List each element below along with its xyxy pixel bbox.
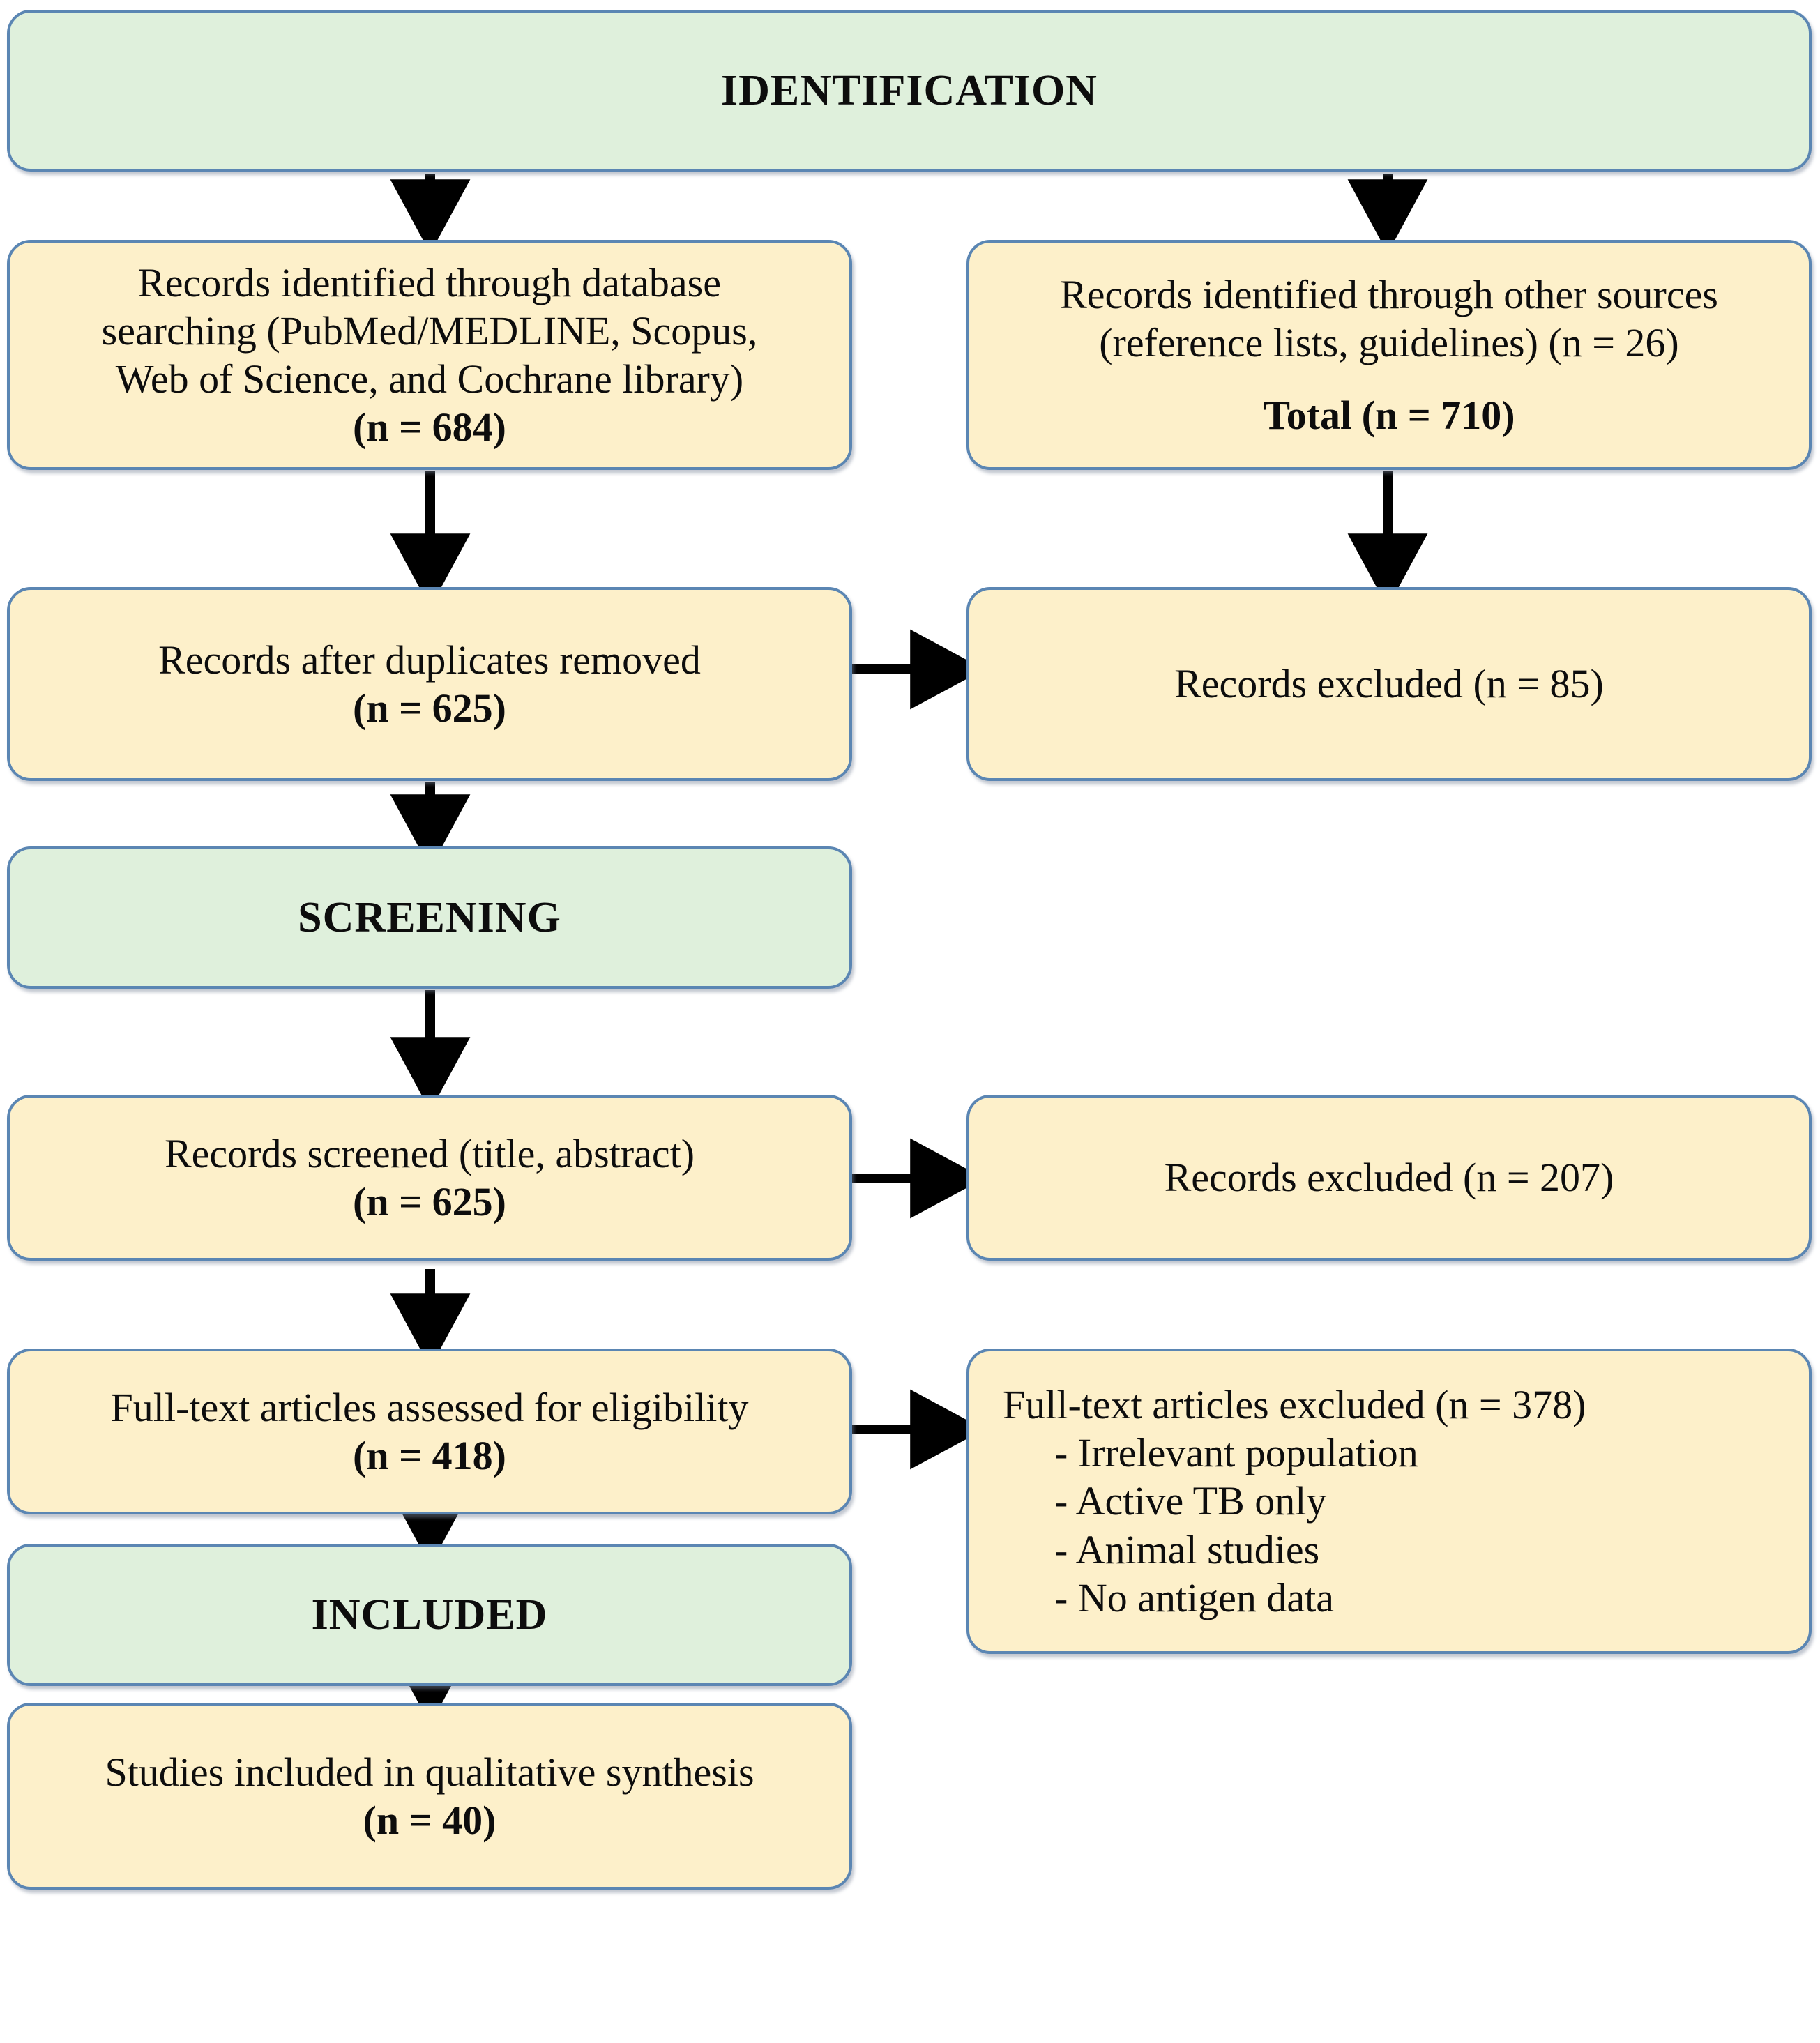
node-other-sources-line2: (reference lists, guidelines) (n = 26) [1099, 320, 1679, 366]
reason-item: - Animal studies [1054, 1526, 1320, 1572]
stage-banner-identification: IDENTIFICATION [7, 10, 1812, 172]
node-records-excluded-screened: Records excluded (n = 207) [966, 1095, 1812, 1261]
node-records-excluded-duplicates: Records excluded (n = 85) [966, 587, 1812, 781]
node-fulltext-assessed: Full-text articles assessed for eligibil… [7, 1349, 852, 1514]
node-fulltext-assessed-count: (n = 418) [353, 1433, 506, 1478]
node-database-search: Records identified through database sear… [7, 240, 852, 470]
stage-label-included: INCLUDED [311, 1590, 548, 1639]
node-fulltext-excluded-line1: Full-text articles excluded (n = 378) [1003, 1382, 1586, 1428]
node-database-search-line2: searching (PubMed/MEDLINE, Scopus, [101, 307, 758, 354]
node-database-search-line3: Web of Science, and Cochrane library) [115, 356, 744, 402]
node-studies-included: Studies included in qualitative synthesi… [7, 1703, 852, 1890]
node-duplicates-removed-count: (n = 625) [353, 685, 506, 731]
node-fulltext-excluded: Full-text articles excluded (n = 378) - … [966, 1349, 1812, 1654]
node-studies-included-count: (n = 40) [363, 1798, 496, 1843]
node-duplicates-removed: Records after duplicates removed (n = 62… [7, 587, 852, 781]
node-records-screened-count: (n = 625) [353, 1179, 506, 1224]
stage-banner-included: INCLUDED [7, 1544, 852, 1686]
node-duplicates-removed-line1: Records after duplicates removed [158, 637, 701, 683]
node-other-sources: Records identified through other sources… [966, 240, 1812, 470]
reason-item: - Active TB only [1054, 1478, 1327, 1524]
node-records-screened-line1: Records screened (title, abstract) [164, 1130, 695, 1176]
node-fulltext-excluded-reasons: - Irrelevant population - Active TB only… [1054, 1429, 1418, 1621]
stage-label-identification: IDENTIFICATION [721, 66, 1098, 114]
node-other-sources-total: Total (n = 710) [1263, 392, 1515, 438]
node-records-excluded-duplicates-line1: Records excluded (n = 85) [1174, 661, 1604, 707]
node-studies-included-line1: Studies included in qualitative synthesi… [105, 1749, 754, 1795]
reason-item: - No antigen data [1054, 1574, 1335, 1620]
node-database-search-line1: Records identified through database [138, 259, 721, 305]
node-records-excluded-screened-line1: Records excluded (n = 207) [1164, 1155, 1614, 1201]
node-other-sources-line1: Records identified through other sources [1060, 272, 1718, 318]
stage-banner-screening: SCREENING [7, 846, 852, 989]
stage-label-screening: SCREENING [298, 893, 561, 941]
reason-item: - Irrelevant population [1054, 1430, 1418, 1476]
node-records-screened: Records screened (title, abstract) (n = … [7, 1095, 852, 1261]
node-fulltext-assessed-line1: Full-text articles assessed for eligibil… [110, 1384, 749, 1430]
node-database-search-count: (n = 684) [353, 404, 506, 450]
